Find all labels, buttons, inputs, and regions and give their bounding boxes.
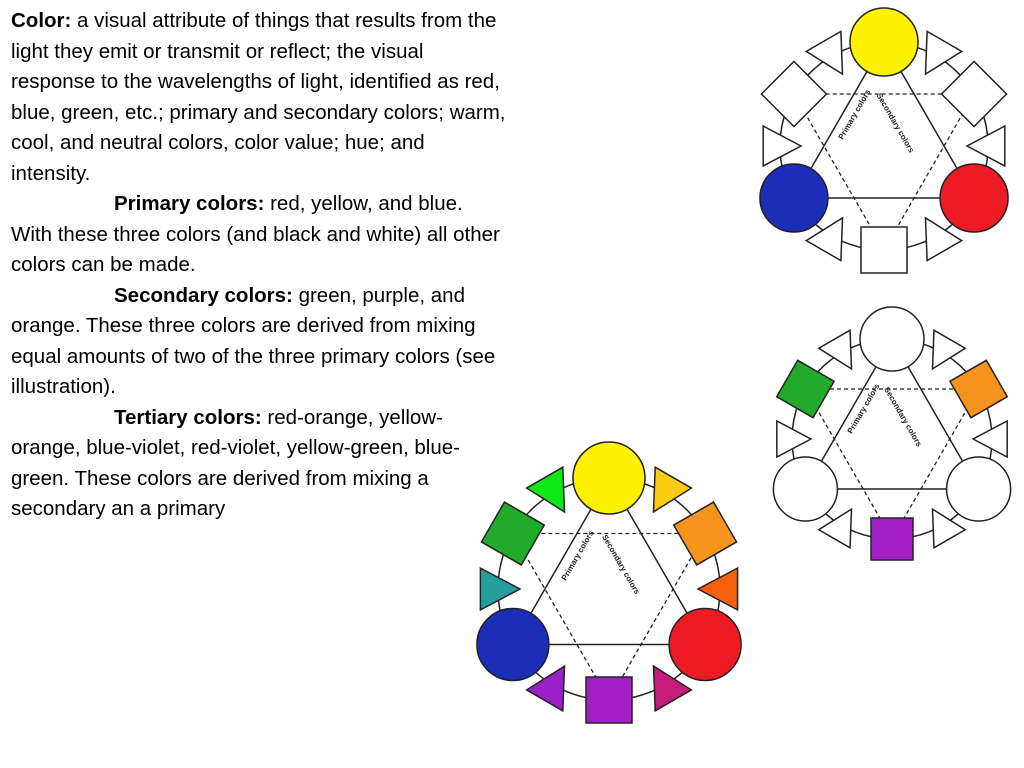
secondary-wheel-primary-circle-left [772, 456, 839, 522]
tertiary-wheel-tertiary-triangle-4 [525, 664, 566, 713]
color-description: a visual attribute of things that result… [11, 9, 506, 185]
primary-wheel-tertiary-triangle-6 [804, 30, 844, 76]
primary-wheel-primary-circle-right [939, 163, 1009, 233]
definition-text: Color: a visual attribute of things that… [11, 6, 506, 525]
primary-wheel-tertiary-triangle-2 [965, 124, 1006, 168]
secondary-wheel-secondary-square-top-left [775, 359, 836, 419]
secondary-wheel-secondary-square-bottom [870, 517, 914, 561]
secondary-wheel-secondary-label: Secondary colors [882, 385, 924, 448]
tertiary-wheel-tertiary-triangle-5 [479, 566, 522, 612]
tertiary-colors-term: Tertiary colors: [114, 405, 262, 429]
tertiary-wheel-primary-triangle [511, 476, 707, 646]
secondary-wheel-primary-circle-top [859, 306, 925, 372]
secondary-wheel-primary-circle-right [945, 456, 1012, 522]
secondary-wheel-tertiary-triangle-4 [817, 507, 853, 550]
primary-wheel-secondary-square-bottom [860, 226, 908, 274]
color-definition: Color: a visual attribute of things that… [11, 6, 506, 189]
tertiary-colors-description: red-orange, yellow-orange, blue-violet, … [11, 405, 460, 521]
secondary-wheel-primary-triangle [804, 337, 980, 490]
primary-wheel-primary-triangle [792, 40, 976, 199]
secondary-wheel-tertiary-triangle-3 [931, 507, 967, 550]
secondary-wheel-secondary-square-top-right [948, 359, 1009, 419]
tertiary-wheel-secondary-square-bottom [585, 676, 633, 724]
primary-wheel-primary-circle-left [759, 163, 829, 233]
primary-wheel-tertiary-triangle-5 [762, 124, 803, 168]
primary-colors-term: Primary colors: [114, 192, 265, 215]
primary-wheel-tertiary-triangle-3 [924, 216, 964, 262]
tertiary-wheel-tertiary-triangle-1 [652, 465, 693, 514]
tertiary-wheel-secondary-label: Secondary colors [600, 533, 642, 596]
secondary-wheel-tertiary-triangle-1 [931, 328, 967, 371]
secondary-wheel-secondary-triangle [804, 388, 980, 541]
secondary-wheel-tertiary-triangle-5 [776, 419, 813, 459]
primary-colors-paragraph: Primary colors: red, yellow, and blue. W… [0, 189, 506, 281]
primary-wheel-secondary-triangle [792, 93, 976, 252]
secondary-wheel-tertiary-triangle-2 [971, 419, 1008, 459]
tertiary-wheel-tertiary-triangle-3 [652, 664, 693, 713]
primary-wheel-primary-circle-top [849, 7, 919, 77]
tertiary-colors-paragraph: Tertiary colors: red-orange, yellow-oran… [0, 403, 506, 525]
tertiary-wheel-tertiary-triangle-6 [525, 465, 566, 514]
primary-wheel-tertiary-triangle-1 [924, 30, 964, 76]
tertiary-wheel-primary-circle-top [572, 441, 646, 515]
color-term: Color: [11, 9, 72, 32]
tertiary-wheel-primary-circle-right [668, 607, 742, 682]
primary-wheel-tertiary-triangle-4 [804, 216, 844, 262]
secondary-colors-term: Secondary colors: [114, 283, 293, 307]
primary-wheel-secondary-square-top-right [940, 60, 1008, 128]
secondary-colors-description: green, purple, and orange. These three c… [11, 283, 496, 399]
primary-wheel-secondary-square-top-left [760, 60, 828, 128]
tertiary-wheel-secondary-triangle [511, 532, 707, 702]
primary-wheel-secondary-label: Secondary colors [875, 92, 917, 155]
tertiary-wheel-secondary-square-top-right [672, 501, 738, 566]
tertiary-wheel-primary-circle-left [476, 607, 550, 682]
secondary-colors-paragraph: Secondary colors: green, purple, and ora… [0, 281, 506, 403]
primary-colors-description: red, yellow, and blue. With these three … [11, 192, 500, 276]
tertiary-wheel-tertiary-triangle-2 [696, 566, 739, 612]
tertiary-wheel-secondary-square-top-left [480, 501, 546, 566]
secondary-wheel-tertiary-triangle-6 [817, 328, 853, 371]
